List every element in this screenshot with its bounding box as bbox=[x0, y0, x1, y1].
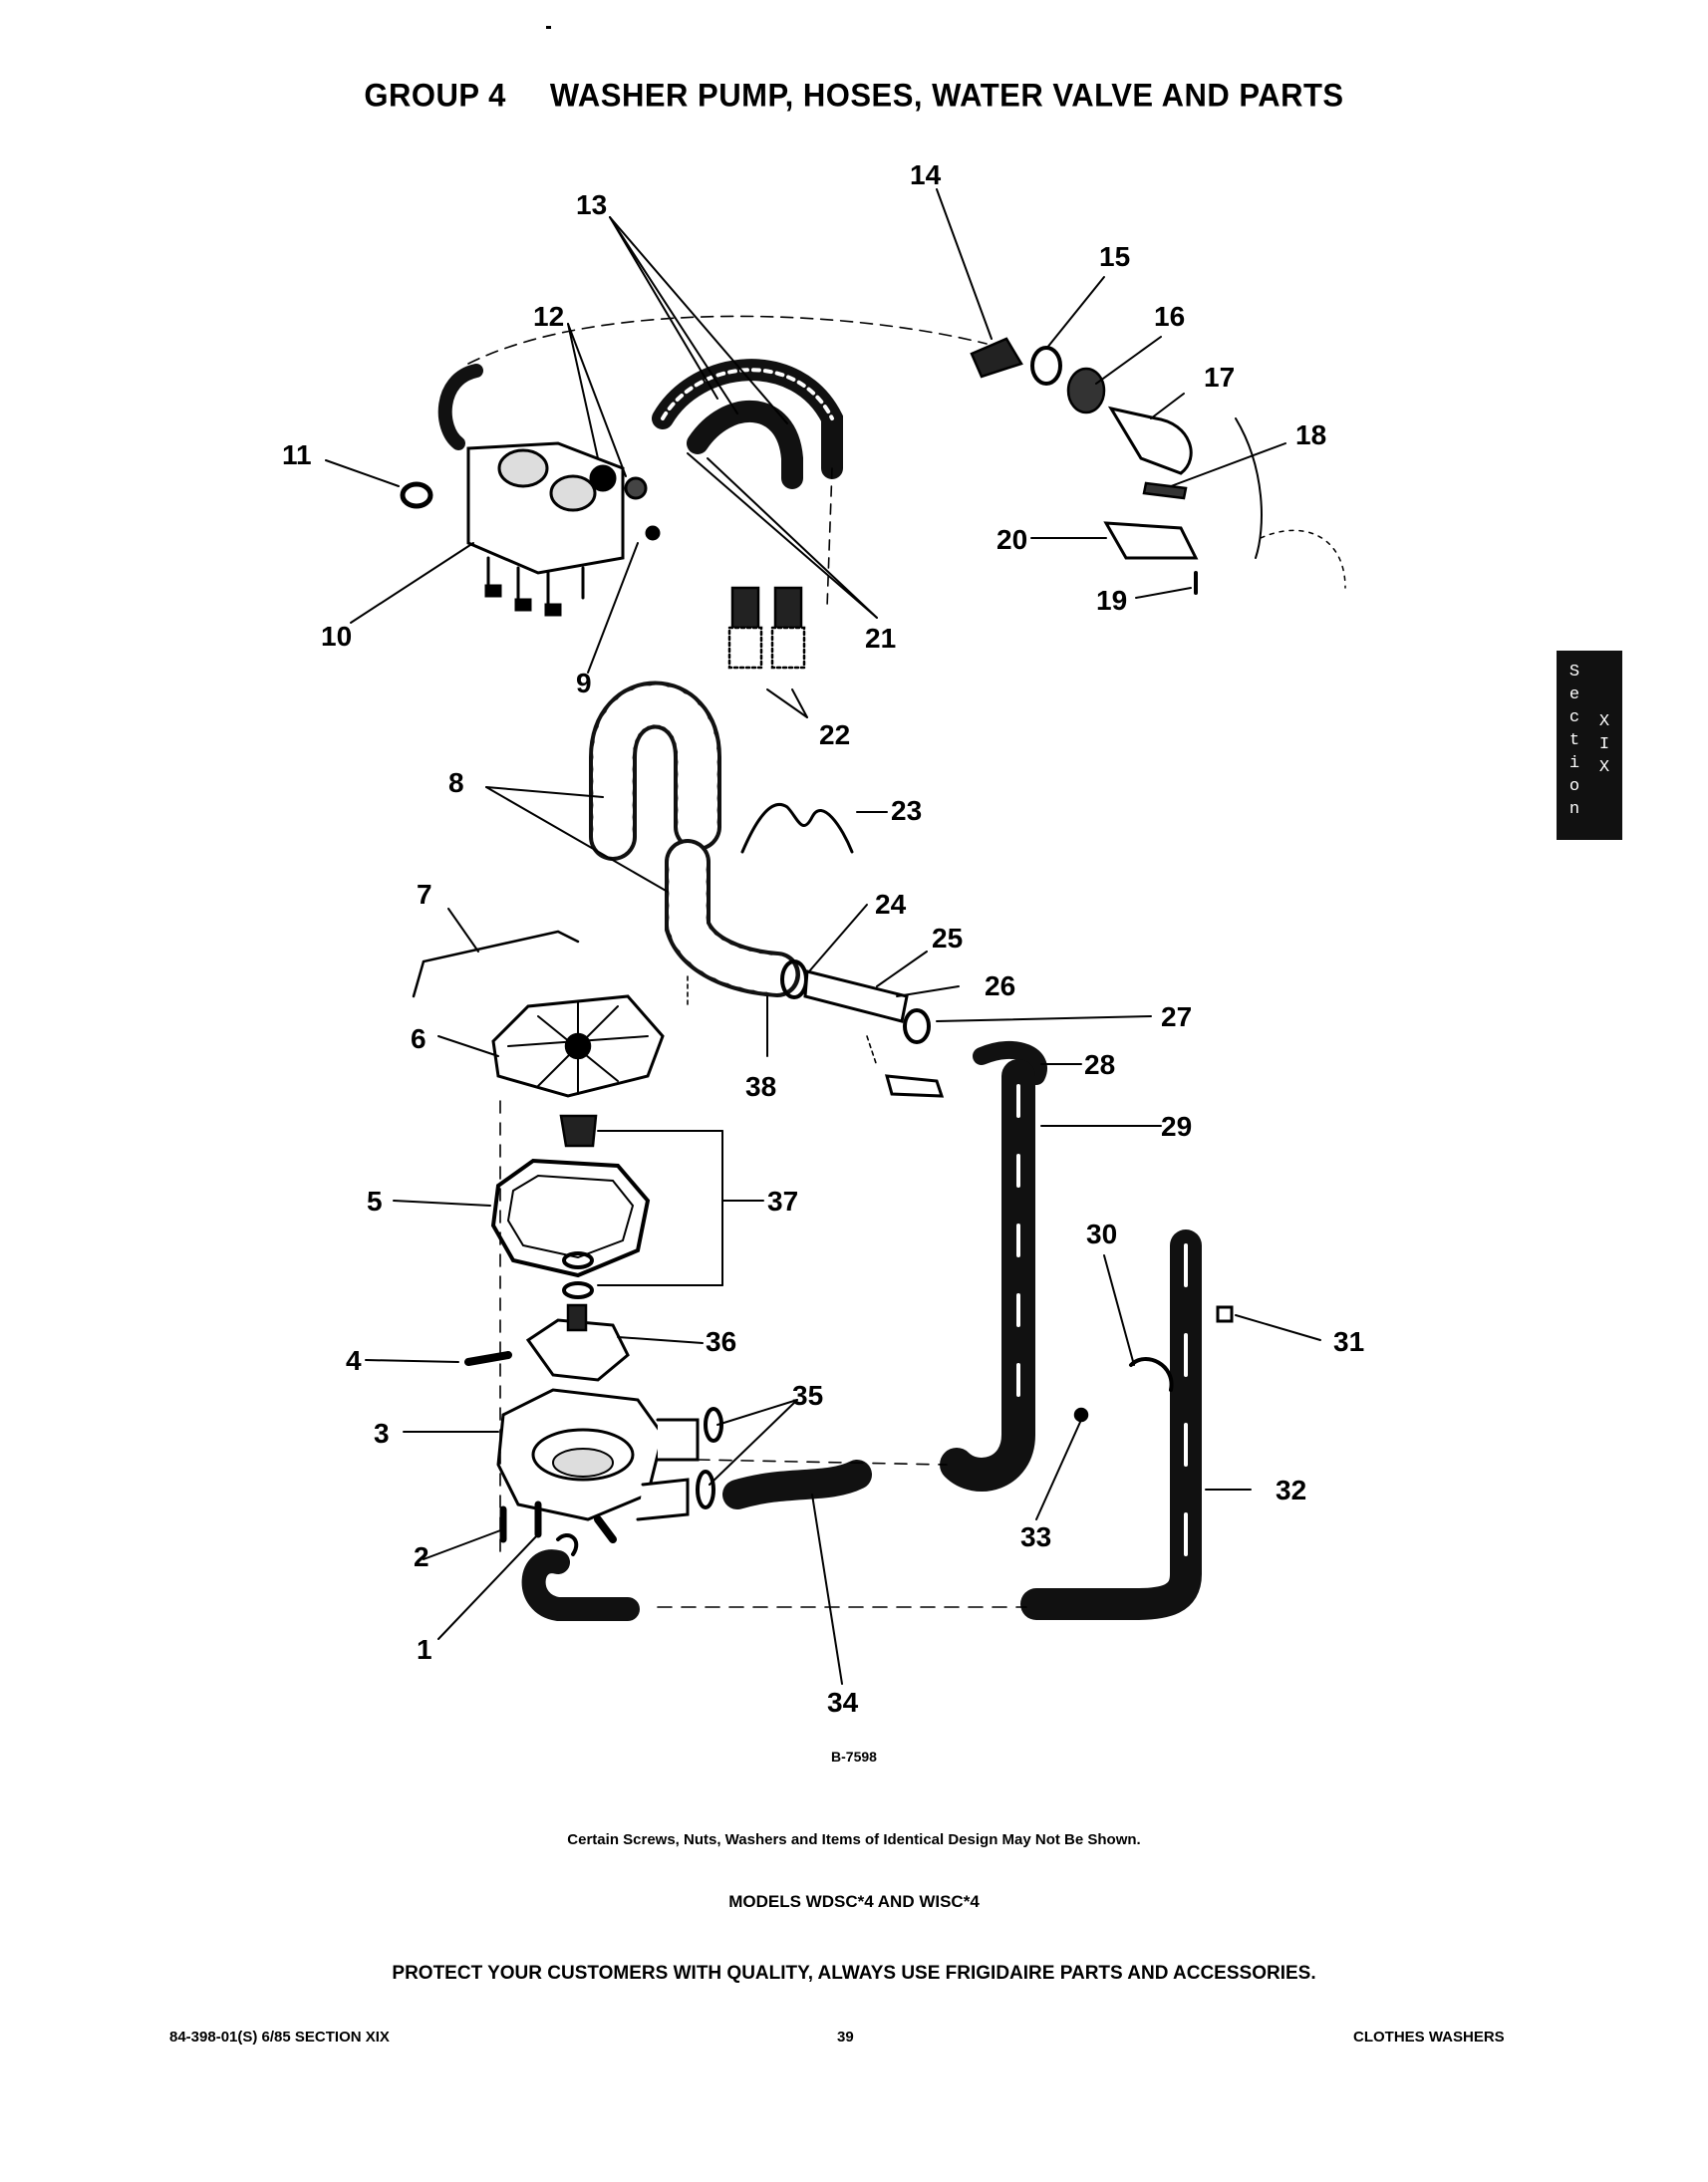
callout-27: 27 bbox=[1161, 1001, 1192, 1032]
drain-hose bbox=[589, 681, 800, 997]
callout-36: 36 bbox=[706, 1326, 736, 1357]
scan-mark bbox=[546, 26, 551, 29]
callout-6: 6 bbox=[411, 1023, 427, 1054]
footer-page-number: 39 bbox=[837, 2029, 854, 2046]
tab-numeral: X bbox=[1598, 758, 1610, 777]
tab-numeral: X bbox=[1598, 712, 1610, 731]
tab-letter: S bbox=[1568, 663, 1580, 682]
callout-labels: 1 2 3 4 5 6 7 8 9 10 11 12 13 14 15 16 1… bbox=[282, 159, 1364, 1718]
group-name: WASHER PUMP, HOSES, WATER VALVE AND PART… bbox=[549, 77, 1344, 114]
protect-line: PROTECT YOUR CUSTOMERS WITH QUALITY, ALW… bbox=[392, 1963, 1316, 1984]
callout-3: 3 bbox=[374, 1418, 390, 1449]
callout-12: 12 bbox=[533, 301, 564, 332]
tab-letter: i bbox=[1568, 754, 1580, 773]
callout-19: 19 bbox=[1096, 585, 1127, 616]
callout-17: 17 bbox=[1204, 362, 1235, 393]
callout-24: 24 bbox=[875, 889, 907, 920]
callout-5: 5 bbox=[367, 1186, 383, 1217]
section-tab: S e c t i o n X I X bbox=[1557, 651, 1622, 840]
inlet-screens bbox=[727, 586, 806, 670]
callout-18: 18 bbox=[1295, 419, 1326, 450]
callout-33: 33 bbox=[1020, 1521, 1051, 1552]
tab-letter: t bbox=[1568, 731, 1580, 750]
callout-28: 28 bbox=[1084, 1049, 1115, 1080]
tab-letter: o bbox=[1568, 777, 1580, 796]
tab-letter: n bbox=[1568, 800, 1580, 819]
callout-7: 7 bbox=[417, 879, 432, 910]
callout-11: 11 bbox=[282, 439, 312, 470]
callout-2: 2 bbox=[414, 1541, 429, 1572]
group-label: GROUP 4 bbox=[364, 77, 506, 114]
page-title: GROUP 4 WASHER PUMP, HOSES, WATER VALVE A… bbox=[0, 77, 1708, 115]
water-valve bbox=[466, 441, 661, 617]
footer-doc-number: 84-398-01(S) 6/85 SECTION XIX bbox=[169, 2029, 390, 2046]
callout-8: 8 bbox=[448, 767, 464, 798]
disclaimer-note: Certain Screws, Nuts, Washers and Items … bbox=[567, 1831, 1141, 1848]
tab-letter: c bbox=[1568, 708, 1580, 727]
callout-26: 26 bbox=[985, 970, 1015, 1001]
callout-32: 32 bbox=[1276, 1475, 1306, 1505]
pump-cover bbox=[491, 994, 665, 1098]
tab-numeral: I bbox=[1598, 735, 1610, 754]
callout-37: 37 bbox=[767, 1186, 798, 1217]
models-line: MODELS WDSC*4 AND WISC*4 bbox=[728, 1892, 980, 1911]
pump-housing bbox=[496, 1388, 700, 1543]
callout-15: 15 bbox=[1099, 241, 1130, 272]
callout-21: 21 bbox=[865, 623, 896, 654]
tab-letter: e bbox=[1568, 685, 1580, 704]
callout-30: 30 bbox=[1086, 1219, 1117, 1249]
callout-22: 22 bbox=[819, 719, 850, 750]
callout-25: 25 bbox=[932, 923, 963, 954]
callout-20: 20 bbox=[996, 524, 1027, 555]
callout-38: 38 bbox=[745, 1071, 776, 1102]
drawing-number: B-7598 bbox=[831, 1749, 877, 1765]
callout-13: 13 bbox=[576, 189, 607, 220]
callout-1: 1 bbox=[417, 1634, 432, 1665]
fill-hoses bbox=[652, 359, 843, 489]
callout-35: 35 bbox=[792, 1380, 823, 1411]
callout-23: 23 bbox=[891, 795, 922, 826]
callout-10: 10 bbox=[321, 621, 352, 652]
callout-34: 34 bbox=[827, 1687, 859, 1718]
callout-29: 29 bbox=[1161, 1111, 1192, 1142]
callout-9: 9 bbox=[576, 668, 592, 698]
footer-section-name: CLOTHES WASHERS bbox=[1353, 2029, 1505, 2046]
callout-16: 16 bbox=[1154, 301, 1185, 332]
callout-31: 31 bbox=[1333, 1326, 1364, 1357]
callout-4: 4 bbox=[346, 1345, 362, 1376]
callout-14: 14 bbox=[910, 159, 942, 190]
